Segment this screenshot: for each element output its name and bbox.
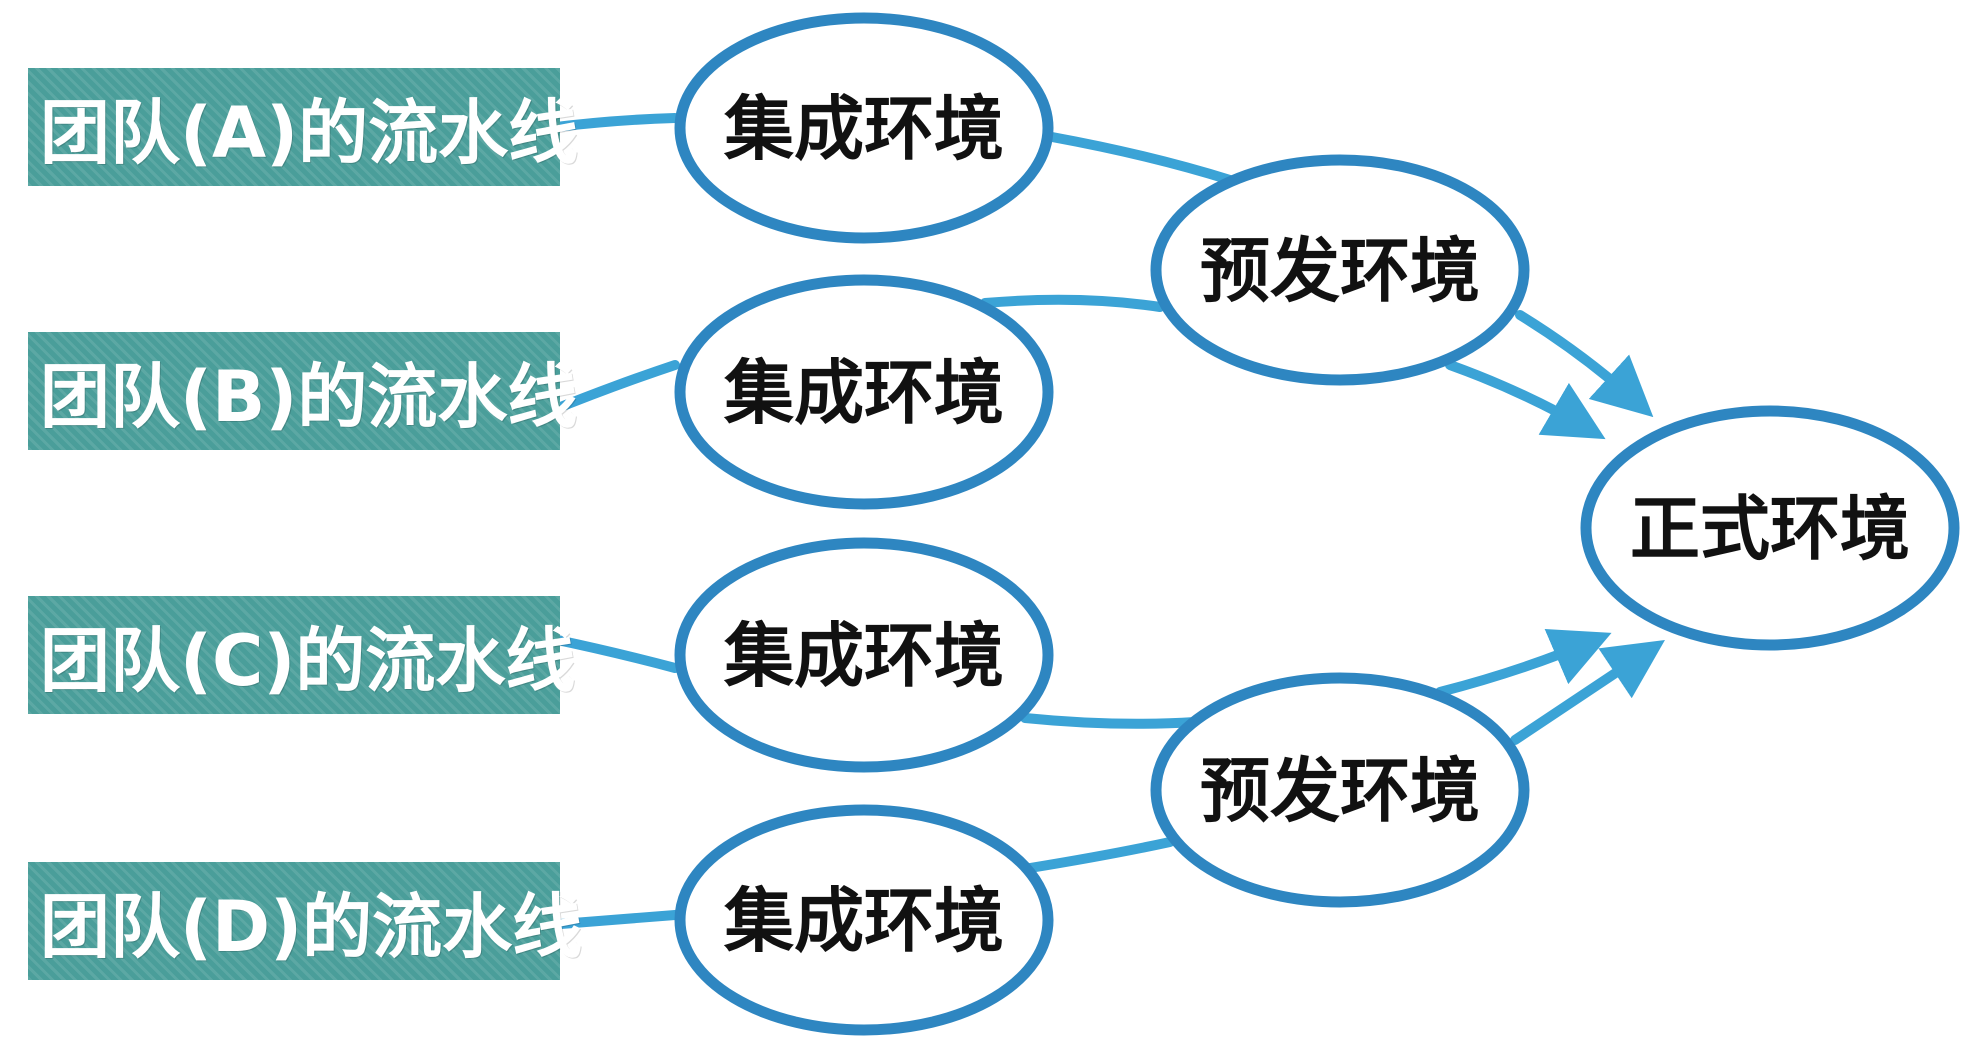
team-pipeline-label: 团队(D)的流水线 (40, 885, 583, 968)
connector-staging-2-upper-to-production (1435, 628, 1612, 697)
connector-integration-4-to-staging-2 (1025, 837, 1175, 873)
integration-ellipse (674, 537, 1054, 773)
integration-label: 集成环境 (723, 352, 1004, 434)
team-pipeline-box-a: 团队(A)的流水线 (28, 68, 578, 186)
staging-environment-node: 预发环境 (1150, 154, 1530, 386)
connector-team-d-to-integration-4 (543, 910, 680, 930)
connector-staging-1-lower-to-production (1445, 360, 1606, 440)
integration-environment-node: 集成环境 (674, 537, 1054, 773)
connector-integration-2-to-staging-1 (980, 294, 1165, 312)
connector-team-a-to-integration-1 (543, 113, 680, 133)
staging-ellipse (1150, 672, 1530, 908)
integration-environment-node: 集成环境 (674, 804, 1054, 1036)
connector-team-c-to-integration-3 (543, 633, 680, 673)
integration-ellipse (674, 274, 1054, 510)
integration-environment-node: 集成环境 (674, 12, 1054, 244)
production-ellipse (1580, 405, 1960, 651)
staging-label: 预发环境 (1200, 230, 1480, 312)
connector-staging-1-upper-to-production (1515, 310, 1654, 418)
staging-label: 预发环境 (1200, 750, 1480, 832)
connectors (543, 113, 1665, 930)
connector-integration-3-to-staging-2 (1020, 713, 1200, 729)
integration-label: 集成环境 (723, 880, 1004, 962)
connector-team-b-to-integration-2 (543, 360, 680, 417)
production-environment-node: 正式环境 (1580, 405, 1960, 651)
team-pipeline-box-c: 团队(C)的流水线 (28, 596, 575, 714)
integration-ellipse (674, 12, 1054, 244)
integration-ellipse (674, 804, 1054, 1036)
team-pipeline-label: 团队(A)的流水线 (40, 91, 579, 174)
staging-ellipse (1150, 154, 1530, 386)
team-pipeline-box-d: 团队(D)的流水线 (28, 862, 582, 980)
production-label: 正式环境 (1630, 488, 1910, 570)
team-pipeline-box-b: 团队(B)的流水线 (28, 332, 577, 450)
team-pipeline-label: 团队(B)的流水线 (40, 355, 578, 438)
integration-label: 集成环境 (723, 615, 1004, 697)
team-pipeline-label: 团队(C)的流水线 (40, 619, 576, 702)
connector-staging-2-lower-to-production (1510, 640, 1665, 745)
connector-integration-1-to-staging-1 (1047, 132, 1235, 185)
integration-label: 集成环境 (723, 88, 1004, 170)
integration-environment-node: 集成环境 (674, 274, 1054, 510)
staging-environment-node: 预发环境 (1150, 672, 1530, 908)
